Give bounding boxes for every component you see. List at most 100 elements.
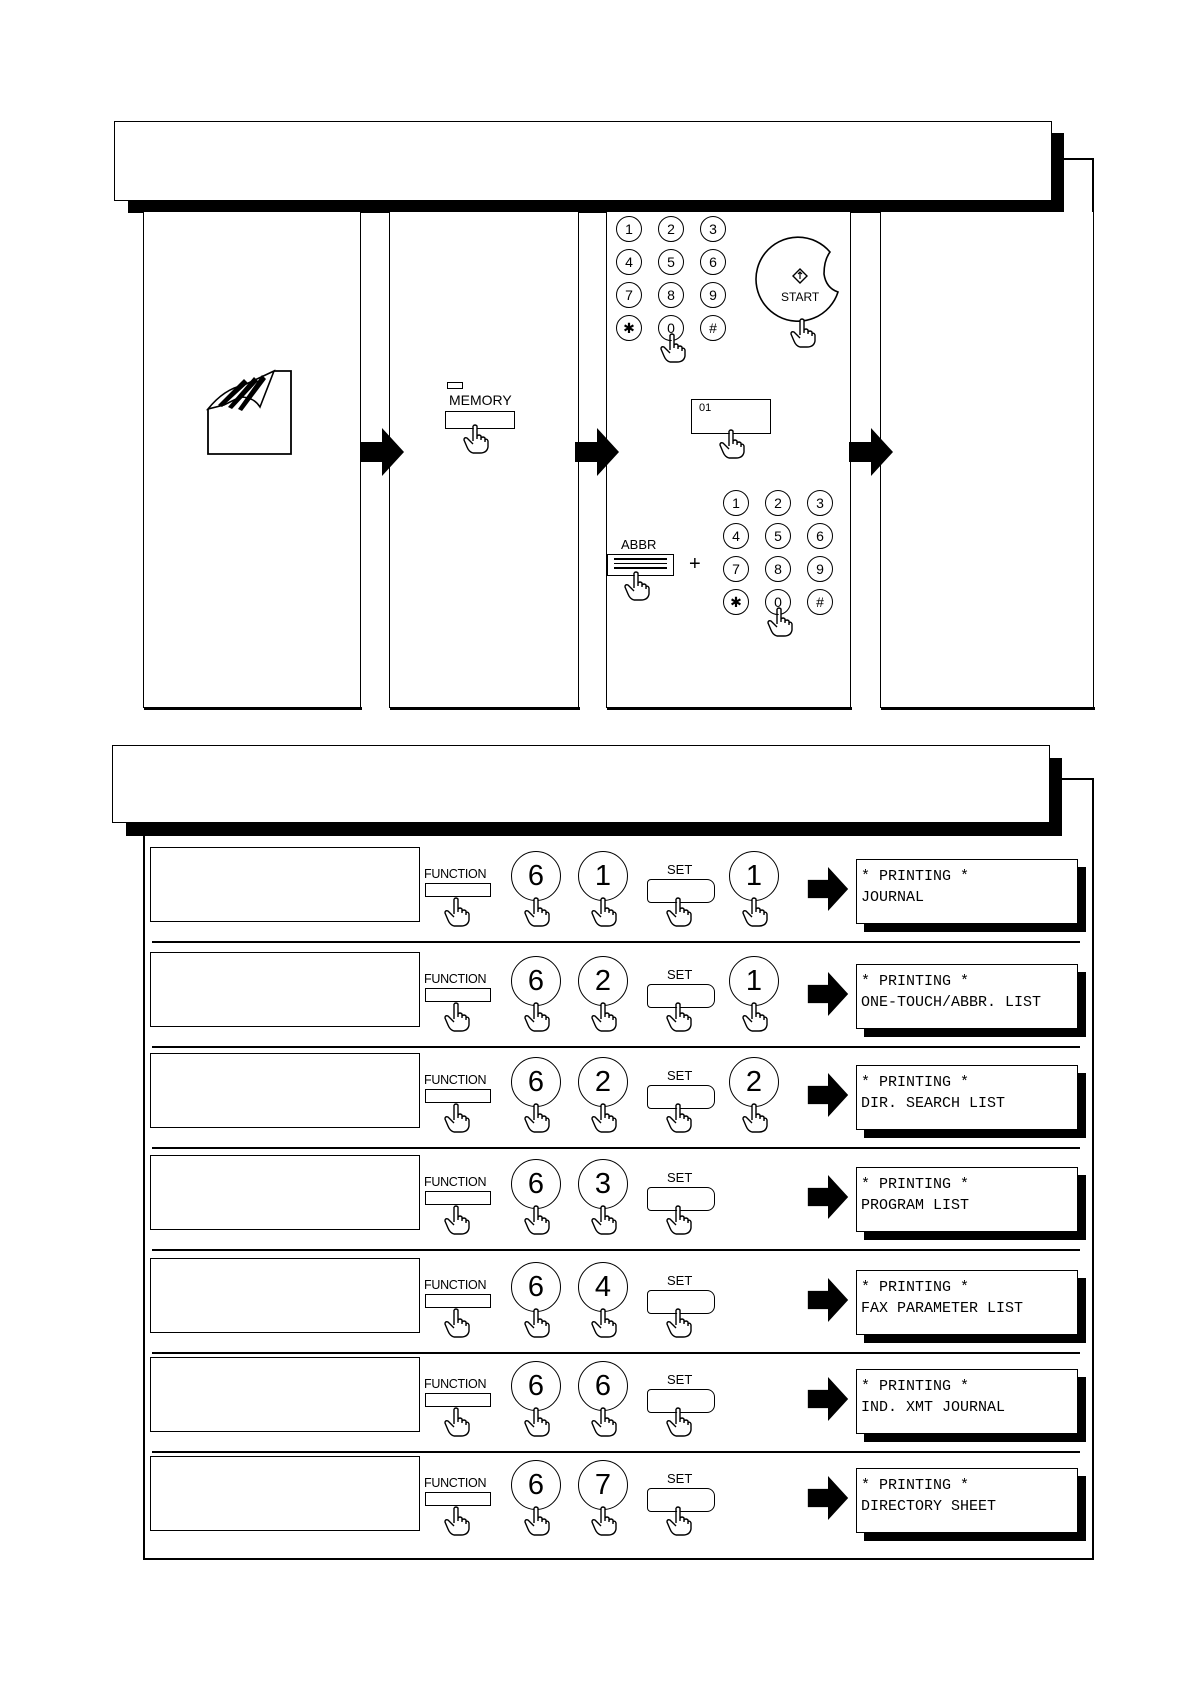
finger-press-icon: [591, 1407, 617, 1437]
lcd-display: * PRINTING *FAX PARAMETER LIST: [856, 1270, 1078, 1335]
finger-press-icon: [666, 1407, 692, 1437]
dial-key-6[interactable]: 6: [511, 1460, 561, 1510]
keypad-key-hash[interactable]: #: [700, 315, 726, 341]
row-divider: [152, 1249, 1080, 1251]
finger-press-icon: [591, 1506, 617, 1536]
keypad-key-hash[interactable]: #: [807, 589, 833, 615]
lcd-line-2: DIR. SEARCH LIST: [861, 1095, 1006, 1112]
report-description-box: [150, 952, 420, 1027]
keypad-key-star[interactable]: ✱: [616, 315, 642, 341]
arrow-icon: [807, 1377, 849, 1421]
memory-section-header: [114, 121, 1052, 201]
report-description-box: [150, 1456, 420, 1531]
keypad-key-1[interactable]: 1: [616, 216, 642, 242]
set-button[interactable]: [647, 1389, 715, 1413]
set-button[interactable]: [647, 984, 715, 1008]
keypad-key-5[interactable]: 5: [658, 249, 684, 275]
arrow-icon: [360, 428, 404, 476]
finger-press-icon: [524, 1002, 550, 1032]
keypad-key-6[interactable]: 6: [700, 249, 726, 275]
step-panel-memory: [389, 212, 580, 710]
plus-sign: +: [689, 553, 701, 575]
function-button[interactable]: [425, 988, 491, 1002]
start-diamond-icon: [792, 268, 808, 284]
keypad-key-4[interactable]: 4: [616, 249, 642, 275]
lcd-line-1: * PRINTING *: [861, 1176, 970, 1193]
function-button[interactable]: [425, 1492, 491, 1506]
finger-press-icon: [719, 429, 745, 459]
keypad-key-2[interactable]: 2: [658, 216, 684, 242]
keypad-key-2[interactable]: 2: [765, 490, 791, 516]
keypad-key-8[interactable]: 8: [765, 556, 791, 582]
keypad-key-3[interactable]: 3: [807, 490, 833, 516]
dial-key-2[interactable]: 2: [578, 1057, 628, 1107]
report-section-frame: [143, 778, 1094, 1560]
keypad-key-9[interactable]: 9: [807, 556, 833, 582]
report-description-box: [150, 1155, 420, 1230]
set-button-label: SET: [667, 1372, 693, 1387]
finger-press-icon: [742, 1002, 768, 1032]
dial-key-1[interactable]: 1: [729, 851, 779, 901]
function-button[interactable]: [425, 1191, 491, 1205]
lcd-display: * PRINTING * DIR. SEARCH LIST: [856, 1065, 1078, 1130]
dial-key-1[interactable]: 1: [578, 851, 628, 901]
lcd-line-1: * PRINTING *: [861, 1279, 970, 1296]
dial-key-6[interactable]: 6: [511, 1159, 561, 1209]
dial-key-6[interactable]: 6: [511, 1057, 561, 1107]
dial-key-7[interactable]: 7: [578, 1460, 628, 1510]
function-button[interactable]: [425, 1393, 491, 1407]
dial-key-3[interactable]: 3: [578, 1159, 628, 1209]
dial-key-6[interactable]: 6: [511, 1361, 561, 1411]
keypad-key-star[interactable]: ✱: [723, 589, 749, 615]
set-button[interactable]: [647, 1488, 715, 1512]
finger-press-icon: [666, 1506, 692, 1536]
report-description-box: [150, 1258, 420, 1333]
function-button[interactable]: [425, 1294, 491, 1308]
dial-key-2[interactable]: 2: [578, 956, 628, 1006]
keypad-key-8[interactable]: 8: [658, 282, 684, 308]
keypad-key-3[interactable]: 3: [700, 216, 726, 242]
keypad-key-1[interactable]: 1: [723, 490, 749, 516]
finger-press-icon: [624, 571, 650, 601]
document-icon: [205, 369, 292, 455]
set-button[interactable]: [647, 1085, 715, 1109]
keypad-key-4[interactable]: 4: [723, 523, 749, 549]
memory-led-indicator: [447, 382, 463, 389]
dial-key-6[interactable]: 6: [511, 851, 561, 901]
dial-key-2[interactable]: 2: [729, 1057, 779, 1107]
finger-press-icon: [463, 424, 489, 454]
dial-key-6[interactable]: 6: [511, 956, 561, 1006]
finger-press-icon: [666, 1205, 692, 1235]
keypad-key-7[interactable]: 7: [723, 556, 749, 582]
lcd-display: * PRINTING *PROGRAM LIST: [856, 1167, 1078, 1232]
set-button[interactable]: [647, 1290, 715, 1314]
finger-press-icon: [666, 1103, 692, 1133]
set-button[interactable]: [647, 879, 715, 903]
finger-press-icon: [742, 897, 768, 927]
dial-key-4[interactable]: 4: [578, 1262, 628, 1312]
lcd-line-1: * PRINTING *: [861, 1477, 970, 1494]
finger-press-icon: [591, 1308, 617, 1338]
finger-press-icon: [767, 607, 793, 637]
keypad-key-6[interactable]: 6: [807, 523, 833, 549]
function-button[interactable]: [425, 883, 491, 897]
report-section-frame-corner: [1052, 778, 1094, 818]
finger-press-icon: [524, 1506, 550, 1536]
keypad-key-9[interactable]: 9: [700, 282, 726, 308]
keypad-key-7[interactable]: 7: [616, 282, 642, 308]
function-button-label: FUNCTION: [424, 1073, 487, 1087]
station-display[interactable]: [691, 399, 771, 434]
dial-key-6[interactable]: 6: [578, 1361, 628, 1411]
function-button-label: FUNCTION: [424, 972, 487, 986]
arrow-icon: [807, 1476, 849, 1520]
report-description-box: [150, 847, 420, 922]
lcd-display: * PRINTING *ONE-TOUCH/ABBR. LIST: [856, 964, 1078, 1029]
function-button[interactable]: [425, 1089, 491, 1103]
abbr-button[interactable]: [607, 554, 674, 576]
lcd-line-1: * PRINTING *: [861, 1074, 970, 1091]
keypad-key-5[interactable]: 5: [765, 523, 791, 549]
memory-button[interactable]: [445, 411, 515, 429]
dial-key-1[interactable]: 1: [729, 956, 779, 1006]
set-button[interactable]: [647, 1187, 715, 1211]
dial-key-6[interactable]: 6: [511, 1262, 561, 1312]
